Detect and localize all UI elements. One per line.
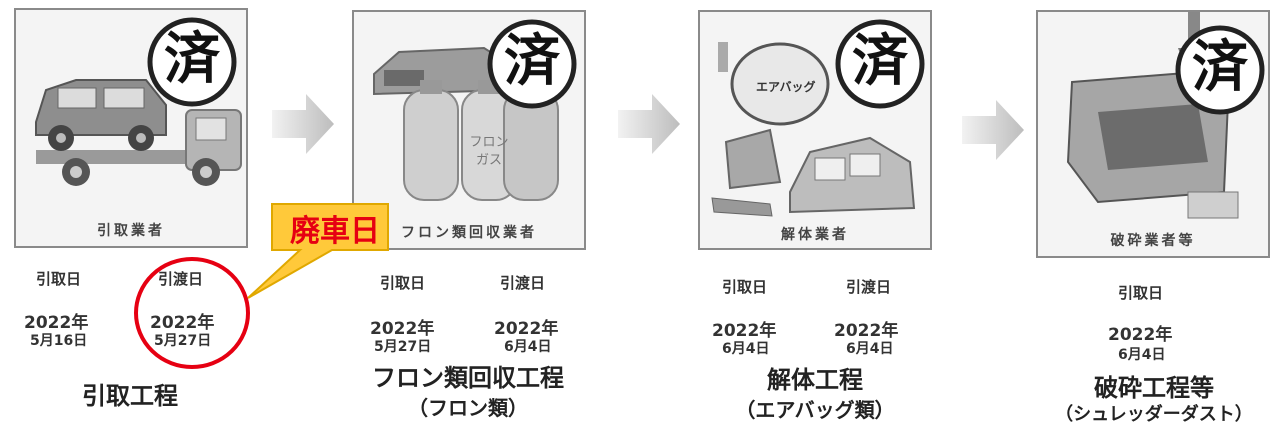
completed-stamp: 済 — [1174, 24, 1266, 116]
date-month-day: 6月4日 — [1118, 347, 1166, 363]
stage-name: 破砕工程等 — [1094, 374, 1214, 402]
date-label: 引取日 — [722, 278, 768, 296]
stage-subtitle: （シュレッダーダスト） — [1055, 404, 1253, 425]
panel-label: 解体業者 — [781, 227, 849, 243]
callout-bubble — [247, 203, 389, 299]
date-label: 引取日 — [36, 270, 82, 288]
highlight-circle — [134, 257, 250, 369]
date-label: 引渡日 — [158, 270, 204, 288]
date-label: 引取日 — [1118, 284, 1164, 302]
date-month-day: 6月4日 — [722, 341, 770, 357]
stage-subtitle: （エアバッグ類） — [735, 398, 895, 422]
date-year: 2022年 — [24, 313, 89, 333]
date-month-day: 6月4日 — [846, 341, 894, 357]
stage-1-panel: 済 引取業者 — [14, 8, 248, 248]
stage-2-panel: フロン ガス 済 フロン類回収業者 — [352, 10, 586, 250]
tank-label: フロン ガス — [469, 135, 509, 168]
right-arrow-icon — [272, 94, 334, 154]
date-month-day: 5月27日 — [374, 339, 432, 355]
stage-3-panel: エアバッグ 済 解体業者 — [698, 10, 932, 250]
date-label: 引渡日 — [846, 278, 892, 296]
callout-text: 廃車日 — [290, 214, 380, 249]
date-month-day: 6月4日 — [504, 339, 552, 355]
tow-truck-illustration — [35, 79, 242, 186]
completed-stamp: 済 — [486, 18, 578, 110]
date-year: 2022年 — [712, 321, 777, 341]
dismantled-car-illustration — [711, 42, 916, 217]
stage-name: フロン類回収工程 — [372, 364, 564, 392]
completed-stamp: 済 — [146, 16, 238, 108]
stage-name: 引取工程 — [82, 382, 178, 410]
panel-label: 破砕業者等 — [1110, 233, 1196, 249]
date-year: 2022年 — [1108, 325, 1173, 345]
stage-4-panel: 済 破砕業者等 — [1036, 10, 1270, 258]
shredder-illustration — [1066, 12, 1239, 219]
freon-tanks-illustration — [373, 46, 559, 201]
stage-name: 解体工程 — [767, 366, 863, 394]
panel-label: フロン類回収業者 — [401, 225, 537, 241]
date-month-day: 5月16日 — [30, 333, 88, 349]
panel-label: 引取業者 — [97, 223, 165, 239]
airbag-label: エアバッグ — [756, 80, 816, 94]
completed-stamp: 済 — [834, 18, 926, 110]
date-year: 2022年 — [494, 319, 559, 339]
stage-subtitle: （フロン類） — [408, 396, 528, 420]
date-label: 引渡日 — [500, 274, 546, 292]
date-year: 2022年 — [370, 319, 435, 339]
date-month-day: 5月27日 — [154, 333, 212, 349]
right-arrow-icon — [962, 100, 1024, 160]
date-year: 2022年 — [150, 313, 215, 333]
date-year: 2022年 — [834, 321, 899, 341]
date-label: 引取日 — [380, 274, 426, 292]
right-arrow-icon — [618, 94, 680, 154]
